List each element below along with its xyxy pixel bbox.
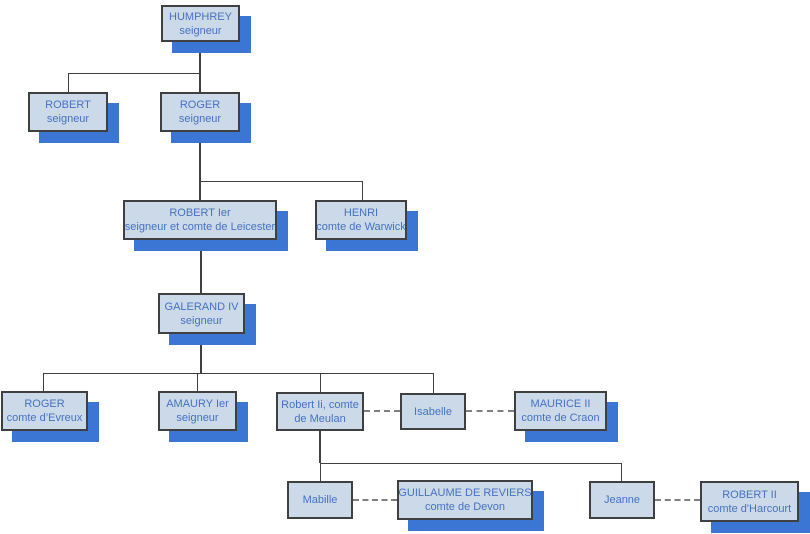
connector-marriage-mabille-guillaume (353, 499, 397, 501)
node-subtitle: seigneur (46, 113, 90, 125)
node-name: AMAURY Ier (166, 398, 229, 410)
connector-rail-generation-2 (68, 73, 200, 74)
connector-rail-generation-5 (43, 373, 433, 374)
connector-galerand-to-rail (200, 334, 202, 373)
connector-drop-roger-evreux (43, 373, 44, 391)
node-subtitle: comte d'Harcourt (707, 502, 792, 515)
connector-robert1er-to-galerand (200, 240, 202, 293)
node-name: GALERAND IV (164, 300, 239, 313)
node-subtitle: seigneur (180, 314, 223, 327)
connector-drop-amaury (197, 373, 198, 391)
tree-node-robert-seigneur[interactable]: ROBERT seigneur (28, 92, 108, 132)
connector-marriage-meulan-isabelle (364, 410, 400, 412)
node-subtitle: comte de Devon (424, 501, 506, 513)
connector-roger-to-robert-1er (199, 132, 201, 200)
node-name: GUILLAUME DE REVIERS (398, 487, 532, 499)
tree-node-roger-evreux[interactable]: ROGER comte d’Evreux (1, 391, 88, 431)
node-name: ROGER (24, 398, 65, 410)
connector-rail-generation-6 (320, 463, 621, 464)
connector-drop-henri (362, 181, 363, 200)
tree-node-mabille[interactable]: Mabille (287, 481, 353, 519)
node-name: Robert Ii, comte (281, 398, 359, 411)
node-name: ROBERT (45, 99, 91, 111)
connector-rail-generation-3 (200, 181, 362, 182)
node-name: ROGER (179, 99, 221, 111)
connector-humphrey-to-roger (199, 42, 201, 92)
node-name: MAURICE II (530, 398, 591, 410)
tree-node-isabelle[interactable]: Isabelle (400, 393, 466, 430)
node-subtitle: comte d’Evreux (6, 412, 83, 424)
tree-node-robert-1er[interactable]: ROBERT Ier seigneur et comte de Leicester (123, 200, 277, 240)
tree-node-henri[interactable]: HENRI comte de Warwick (315, 200, 407, 240)
connector-marriage-jeanne-harcourt (655, 499, 700, 501)
node-name: HUMPHREY (169, 10, 232, 23)
connector-drop-jeanne (621, 463, 622, 481)
node-subtitle: comte de Warwick (316, 221, 406, 233)
connector-drop-isabelle (433, 373, 434, 393)
node-name: HENRI (343, 207, 379, 219)
connector-drop-mabille (320, 463, 321, 481)
node-name: Mabille (302, 494, 338, 506)
node-subtitle: seigneur (178, 113, 222, 125)
node-name: Jeanne (603, 494, 641, 506)
connector-marriage-isabelle-maurice (466, 410, 514, 412)
tree-node-roger-seigneur[interactable]: ROGER seigneur (160, 92, 240, 132)
node-subtitle: seigneur (179, 24, 222, 37)
node-name: ROBERT Ier (169, 207, 231, 219)
node-subtitle: comte de Craon (521, 412, 600, 424)
node-name: ROBERT II (722, 488, 777, 501)
tree-node-maurice-ii[interactable]: MAURICE II comte de Craon (514, 391, 607, 431)
node-subtitle: de Meulan (294, 412, 346, 425)
connector-drop-robert-meulan (320, 373, 321, 392)
tree-node-jeanne[interactable]: Jeanne (589, 481, 655, 519)
connector-meulan-to-rail (319, 431, 321, 463)
node-subtitle: seigneur (176, 412, 219, 424)
tree-node-amaury-1er[interactable]: AMAURY Ier seigneur (158, 391, 237, 431)
node-name: Isabelle (414, 405, 452, 418)
tree-node-guillaume[interactable]: GUILLAUME DE REVIERS comte de Devon (397, 480, 533, 520)
connector-drop-robert-seigneur (68, 73, 69, 92)
node-subtitle: seigneur et comte de Leicester (124, 221, 276, 233)
